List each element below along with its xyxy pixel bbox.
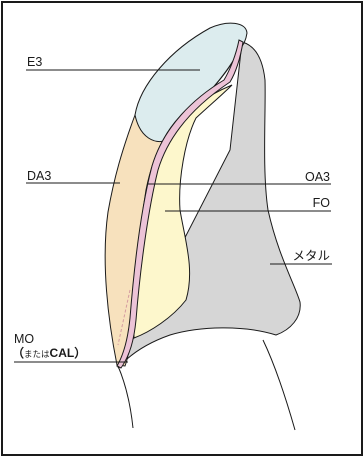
label-mo: MO [14,332,34,346]
label-mo-alt: CAL） [50,345,87,360]
label-da3: DA3 [27,169,51,183]
label-mo-alt-small: または [24,349,50,359]
label-mo-alt-line: （またはCAL） [12,345,86,360]
label-mo-paren: （ [12,345,24,360]
label-e3: E3 [27,55,42,69]
label-metal: メタル [292,249,330,263]
label-oa3: OA3 [305,170,330,184]
label-fo: FO [313,196,331,210]
